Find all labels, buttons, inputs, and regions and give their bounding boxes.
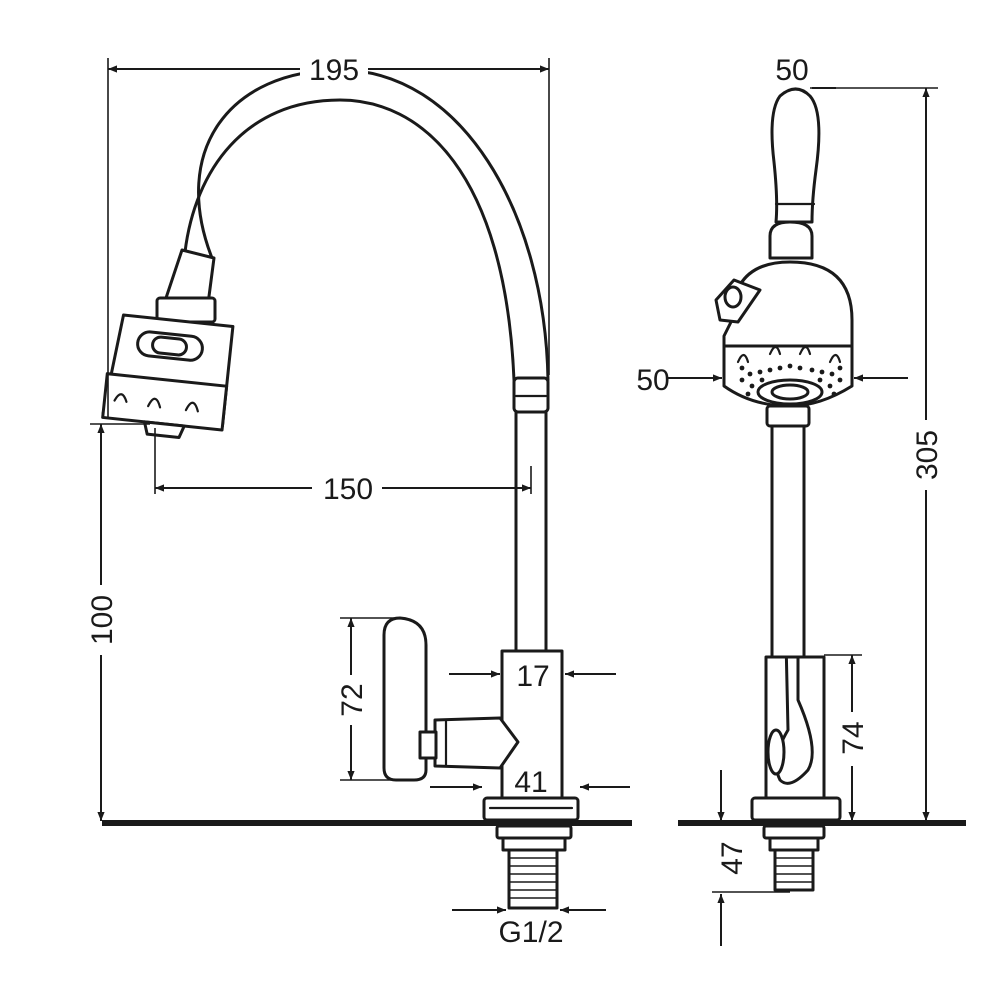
front-flexible-spout xyxy=(183,98,516,382)
side-spout-neck xyxy=(768,220,814,260)
dim-total-height-label: 305 xyxy=(911,430,944,480)
side-spray-head xyxy=(714,260,854,408)
front-stem xyxy=(514,408,548,653)
dim-handle-height-label: 72 xyxy=(336,683,369,716)
side-base-flange xyxy=(750,796,842,822)
front-thread-connector xyxy=(495,824,573,910)
dimension-labels: 195 150 100 72 17 41 G1/2 50 50 305 74 4… xyxy=(84,52,945,949)
front-lever-handle xyxy=(382,616,428,782)
side-view xyxy=(678,87,966,892)
front-spout-collar xyxy=(164,248,216,306)
dim-thread-length-label: 47 xyxy=(716,841,749,874)
dim-head-width-label: 50 xyxy=(775,54,808,87)
dim-body-diameter-label: 17 xyxy=(516,660,549,693)
side-stem xyxy=(770,422,806,659)
dim-total-width-label: 195 xyxy=(309,54,359,87)
side-thread-connector xyxy=(762,824,826,892)
dim-base-diameter-label: 41 xyxy=(514,766,547,799)
front-spray-head xyxy=(101,313,235,440)
side-gooseneck-profile xyxy=(770,87,821,224)
dim-spout-reach-label: 150 xyxy=(323,473,373,506)
dim-body-height-label: 74 xyxy=(837,721,870,754)
dim-spout-height-label: 100 xyxy=(86,595,119,645)
dim-head-diameter-label: 50 xyxy=(636,364,669,397)
dim-thread-label: G1/2 xyxy=(498,916,563,949)
front-valve-connector xyxy=(433,716,520,770)
